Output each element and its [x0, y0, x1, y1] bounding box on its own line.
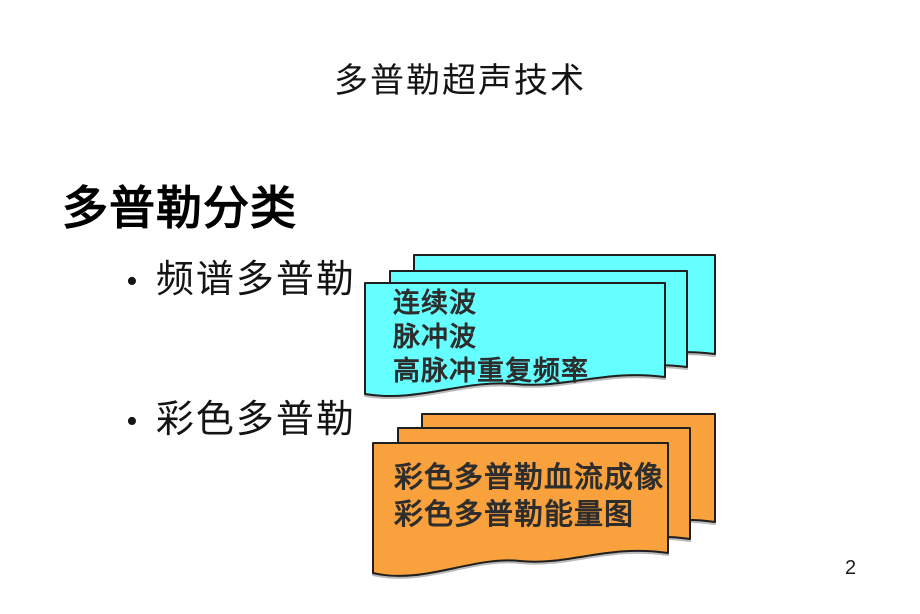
card-text-line: 脉冲波 — [393, 322, 477, 352]
document-shape-front — [364, 282, 666, 398]
card-text-line: 彩色多普勒血流成像 — [394, 462, 665, 494]
bullet-icon: • — [126, 403, 138, 440]
card-text-line: 彩色多普勒能量图 — [394, 499, 635, 531]
document-shape-front — [372, 442, 669, 577]
spectral-doppler-card-stack — [363, 253, 719, 405]
color-doppler-card-stack — [371, 410, 721, 588]
document-stack-graphic — [372, 413, 716, 577]
spectral-card-text: 连续波 脉冲波 高脉冲重复频率 — [393, 286, 589, 388]
bullet-label: 频谱多普勒 — [155, 259, 356, 301]
card-text-line: 高脉冲重复频率 — [393, 356, 589, 386]
color-card-text: 彩色多普勒血流成像 彩色多普勒能量图 — [394, 460, 664, 534]
bullet-item-spectral-doppler: • 频谱多普勒 — [126, 248, 356, 303]
bullet-label: 彩色多普勒 — [155, 399, 356, 441]
bullet-item-color-doppler: • 彩色多普勒 — [126, 388, 356, 443]
section-heading: 多普勒分类 — [62, 183, 297, 234]
document-stack-graphic — [364, 254, 716, 398]
card-text-line: 连续波 — [393, 288, 477, 318]
bullet-icon: • — [126, 263, 138, 300]
slide-title: 多普勒超声技术 — [334, 63, 586, 100]
page-number: 2 — [845, 557, 857, 579]
